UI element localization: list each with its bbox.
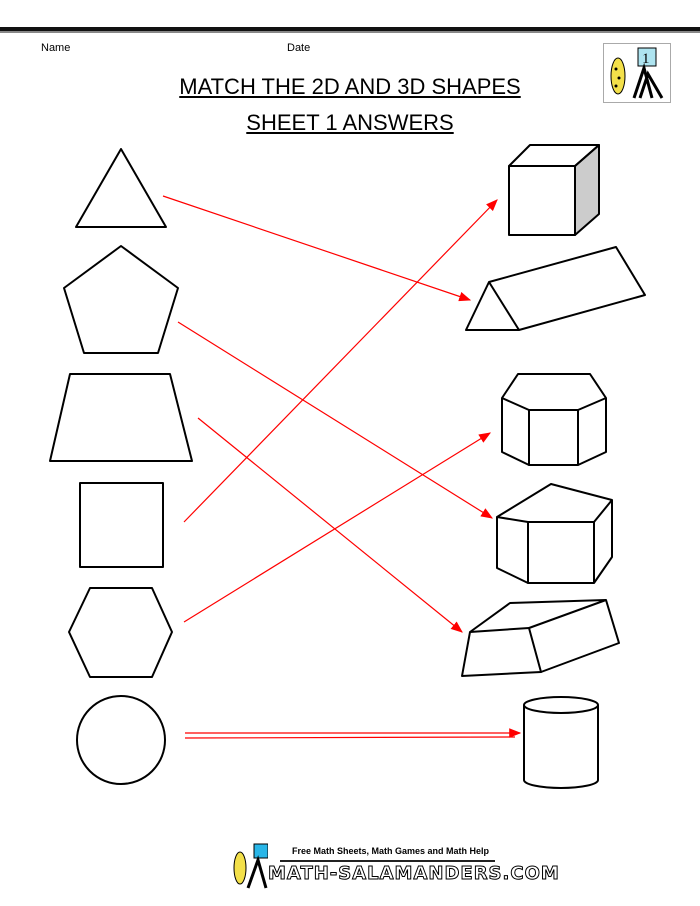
logo-number: 1 (642, 51, 650, 67)
top-rule-shadow (0, 31, 700, 33)
pentagonal-prism-shape (496, 483, 613, 584)
triangle-shape (75, 148, 167, 228)
square-shape (79, 482, 164, 568)
trapezoidal-prism-shape (461, 599, 620, 677)
cylinder-shape (523, 696, 599, 789)
hexagonal-prism-shape (501, 373, 607, 466)
footer-rule (280, 860, 495, 862)
answer-arrow (183, 432, 492, 623)
page-subtitle: SHEET 1 ANSWERS (246, 110, 454, 135)
circle-shape (76, 695, 166, 785)
footer-site-name: MATH-SALAMANDERS.COM (268, 863, 560, 885)
cube-shape (508, 144, 600, 236)
top-rule (0, 27, 700, 31)
answer-arrow (197, 417, 463, 633)
triangular-prism-shape (465, 246, 646, 331)
answer-arrow (183, 199, 498, 523)
pentagon-shape (63, 245, 179, 354)
footer-tagline: Free Math Sheets, Math Games and Math He… (292, 846, 490, 856)
answer-arrow-second-line (184, 736, 516, 739)
date-label: Date (287, 42, 311, 54)
hexagon-shape (68, 587, 173, 678)
answer-arrow (177, 321, 494, 519)
name-label: Name (41, 42, 71, 54)
salamander-logo: 1 (603, 43, 671, 103)
footer-logo (228, 840, 269, 890)
page-title: MATCH THE 2D AND 3D SHAPES (179, 74, 521, 99)
trapezoid-shape (49, 373, 193, 462)
answer-arrow (162, 195, 472, 302)
